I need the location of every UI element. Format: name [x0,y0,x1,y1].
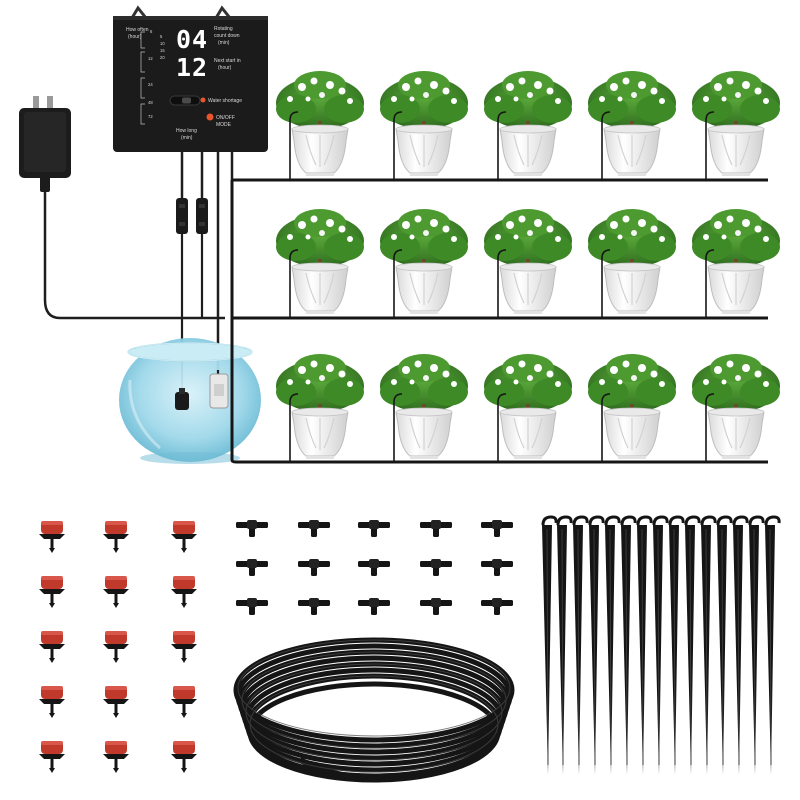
plant-row-1 [275,70,781,177]
duration-mark-20: 20 [160,55,165,60]
how-long-label: How long [176,128,197,134]
mode-selector-knob[interactable] [182,97,191,104]
rotating-label: Rotating [214,26,233,32]
duration-mark-10: 10 [160,41,165,46]
how-long-unit-label: (min) [181,135,193,141]
tubing-coil-highlights [237,639,511,773]
schedule-marks [140,31,145,125]
ground-stake-icon [571,515,589,777]
ground-stake-icon [587,515,605,777]
dripper-icon [103,741,129,773]
plant-row-3 [275,353,781,460]
ground-stake-icon [603,515,621,777]
ground-stake-icon [619,515,637,777]
water-shortage-label: Water shortage [208,98,242,104]
water-pump-icon [175,388,189,410]
ground-stake-icon [667,515,685,777]
ground-stake-icon [731,515,749,777]
dripper-set [39,521,197,773]
ground-stake-icon [651,515,669,777]
tee-connector-icon [358,559,390,576]
ground-stake-set [540,515,781,777]
tubing-coil [233,637,515,783]
main-tubing [230,178,768,464]
next-start-unit-label: (hour) [218,65,232,71]
next-start-label: Next start in [214,58,241,64]
controller-cables [180,152,234,370]
tee-connector-icon [236,559,268,576]
tee-connector-set [236,520,513,615]
onoff-label: ON/OFF [216,115,235,121]
dripper-icon [39,686,65,718]
ground-stake-icon [699,515,717,777]
dripper-icon [39,631,65,663]
dripper-icon [103,521,129,553]
ground-stake-icon [715,515,733,777]
water-sensor-icon [209,370,229,409]
tee-connector-icon [481,520,513,537]
tee-connector-icon [236,520,268,537]
next-start-display: 12 [176,53,208,82]
dripper-icon [171,631,197,663]
ground-stake-icon [683,515,701,777]
duration-mark-15: 15 [160,48,165,53]
tee-connector-icon [358,520,390,537]
schedule-hour-48: 48 [148,100,153,105]
tee-connector-icon [298,598,330,615]
dripper-icon [103,631,129,663]
mode-label: MODE [216,122,232,128]
dripper-icon [39,741,65,773]
onoff-button[interactable] [206,113,214,121]
how-often-label: How often [126,27,149,33]
water-bowl [119,338,261,464]
plant-grid [275,70,781,460]
cable-connectors [176,198,208,234]
ground-stake-icon [555,515,573,777]
tee-connector-icon [298,520,330,537]
dripper-icon [39,576,65,608]
dripper-icon [171,576,197,608]
schedule-hour-6: 6 [150,29,153,34]
tee-connector-icon [298,559,330,576]
tee-connector-icon [420,520,452,537]
dripper-icon [39,521,65,553]
how-often-unit-label: (hour) [128,34,142,40]
countdown-display: 04 [176,25,208,54]
timer-controller: How often (hour) 6 12 24 48 72 5 10 15 2… [113,5,268,152]
countdown-label: count down [214,33,240,39]
ground-stake-icon [635,515,653,777]
schedule-hour-12: 12 [148,56,153,61]
drip-lines [289,111,715,462]
dripper-icon [103,576,129,608]
schedule-hour-72: 72 [148,114,153,119]
power-adapter-icon [19,96,225,320]
tee-connector-icon [481,598,513,615]
ground-stake-icon [763,515,781,777]
ground-stake-icon [747,515,765,777]
schedule-hour-24: 24 [148,82,153,87]
dripper-icon [171,686,197,718]
water-shortage-led [200,97,206,103]
duration-mark-5: 5 [160,34,163,39]
countdown-unit-label: (min) [218,40,230,46]
dripper-icon [103,686,129,718]
dripper-icon [171,521,197,553]
tee-connector-icon [420,598,452,615]
tee-connector-icon [236,598,268,615]
tee-connector-icon [420,559,452,576]
dripper-icon [171,741,197,773]
tee-connector-icon [358,598,390,615]
tee-connector-icon [481,559,513,576]
ground-stake-icon [540,515,558,777]
plant-row-2 [275,208,781,315]
